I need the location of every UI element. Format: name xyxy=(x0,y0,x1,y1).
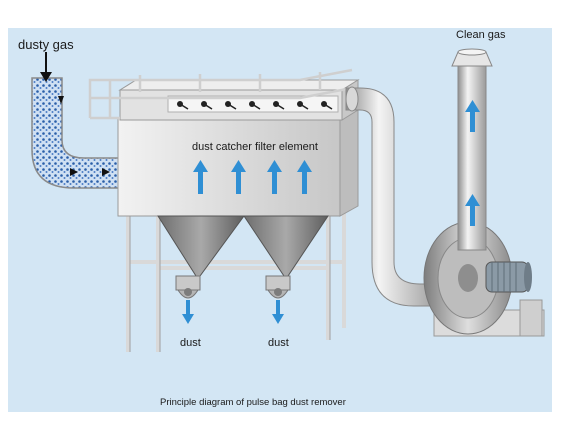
support-frame xyxy=(126,190,346,352)
dust-hoppers xyxy=(157,215,329,299)
clean-gas-label: Clean gas xyxy=(456,29,506,41)
dusty-gas-label: dusty gas xyxy=(18,37,74,52)
pulse-valve-plenum xyxy=(118,79,360,121)
guard-railing xyxy=(88,68,353,120)
dust-label-left: dust xyxy=(180,337,201,349)
dust-discharge-arrows xyxy=(182,300,284,324)
chamber-flow-arrows xyxy=(193,160,312,194)
outlet-duct xyxy=(345,86,441,307)
diagram-caption: Principle diagram of pulse bag dust remo… xyxy=(160,397,346,408)
centrifugal-fan xyxy=(423,221,545,337)
filter-element-label: dust catcher filter element xyxy=(192,141,318,153)
dust-label-right: dust xyxy=(268,337,289,349)
stack-flow-arrows xyxy=(465,100,480,226)
